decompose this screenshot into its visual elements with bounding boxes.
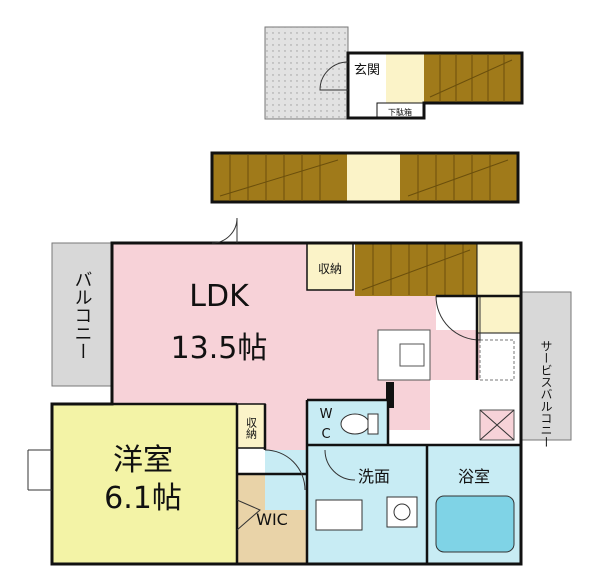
ldk-storage-label: 収納: [318, 262, 342, 276]
balcony-door-swing: [211, 217, 238, 244]
entrance-landing: [386, 53, 424, 103]
washroom-label: 洗面: [358, 467, 390, 486]
ldk-stair-landing: [476, 242, 522, 334]
balcony-label: バルコニー: [72, 270, 93, 360]
entrance-label: 玄関: [354, 63, 380, 78]
washing-machine-drum: [393, 503, 411, 521]
fridge-space: [479, 339, 515, 381]
western-room: [52, 404, 237, 564]
middle-stair-treads: [219, 154, 509, 201]
washing-machine: [386, 496, 418, 528]
western-name: 洋室: [113, 443, 173, 478]
ldk-storage: [306, 242, 354, 291]
western-storage: [236, 403, 266, 449]
western-storage-label: 収納: [245, 417, 258, 440]
shoe-box-label: 下駄箱: [388, 107, 412, 117]
western-window: [27, 449, 52, 491]
washroom-door-swing: [324, 449, 356, 481]
middle-landing: [347, 153, 400, 202]
bathtub: [435, 495, 515, 553]
ldk-name: LDK: [189, 279, 250, 314]
washbasin: [315, 499, 363, 531]
middle-stair-outline: [210, 151, 520, 204]
wc-w-label: W: [320, 407, 333, 422]
western-size: 6.1帖: [104, 481, 182, 516]
entrance-outline: [346, 51, 524, 120]
kitchen-column: [386, 382, 394, 408]
toilet: [340, 413, 370, 435]
wc-c-label: C: [321, 427, 330, 442]
ldk-stair-treads: [361, 244, 471, 295]
service-balcony-label: サービスバルコニー: [539, 340, 553, 448]
entrance-door-swing: [319, 61, 349, 91]
interior-walls: [52, 294, 521, 564]
bathroom-label: 浴室: [458, 467, 490, 486]
wic-door-swing: [236, 499, 261, 531]
kitchen-sink: [399, 343, 425, 367]
toilet-tank: [367, 413, 379, 435]
wic-label: WIC: [256, 510, 288, 529]
entrance-stair-treads: [429, 54, 513, 102]
pantry-cross: [479, 409, 515, 441]
western-door-swing: [264, 449, 306, 491]
ldk-size: 13.5帖: [171, 331, 268, 366]
entrance-porch: [264, 26, 349, 120]
